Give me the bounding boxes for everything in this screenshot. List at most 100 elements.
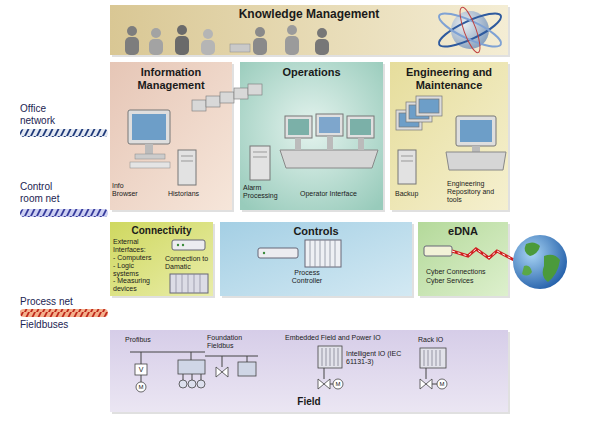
server-tower (401, 156, 413, 157)
function-box: OperationsAlarm ProcessingOperator Inter… (240, 62, 383, 210)
network-ropes (20, 129, 108, 137)
field-devices (420, 348, 446, 368)
box-fills (110, 5, 508, 412)
controller-rack (305, 240, 341, 267)
operator-desk (319, 117, 340, 133)
operator-desk (295, 138, 301, 150)
fieldbus-wiring (141, 375, 142, 382)
operator-desk (316, 114, 343, 136)
server-tower (253, 152, 267, 153)
network-ropes (20, 209, 108, 217)
controller-unit (258, 248, 298, 258)
field-devices (135, 364, 147, 375)
network-label: Office network (20, 103, 70, 126)
item-label: Embedded Field and Power IO (285, 334, 395, 342)
engineering-workstation (472, 146, 480, 152)
box-fills (220, 222, 412, 296)
network-ropes (20, 129, 108, 317)
network-label: Control room net (20, 181, 72, 204)
helix-illustration (451, 11, 489, 49)
item-label: Intelligent IO (IEC 61131-3) (346, 350, 404, 366)
people-illustration (230, 44, 250, 52)
engineering-workstation (446, 152, 506, 170)
io-rack (176, 274, 200, 293)
field-devices (238, 362, 256, 376)
box-fills (418, 222, 508, 296)
controller-rack (305, 240, 341, 267)
engineering-workstation (456, 116, 496, 146)
symbol-letter: V (136, 366, 146, 374)
people-illustration (287, 25, 297, 35)
people-illustration (149, 28, 163, 55)
people-illustration (317, 28, 327, 38)
box-fills (110, 62, 232, 210)
controller-unit (258, 248, 298, 258)
monitor-stack (220, 92, 234, 103)
people-illustration (149, 39, 163, 55)
field-devices (420, 379, 432, 389)
engineering-monitors (416, 96, 442, 116)
item-label: Cyber Services (426, 277, 506, 285)
people-illustration (151, 28, 161, 38)
field-devices (179, 380, 187, 388)
people-illustration (253, 38, 267, 55)
field-devices (216, 367, 228, 377)
box-fills (110, 330, 508, 412)
field-devices (322, 348, 338, 366)
item-label: Profibus (125, 336, 175, 344)
operator-desk (280, 150, 378, 168)
io-rack (170, 274, 208, 293)
workstation-illustration (128, 110, 170, 168)
symbol-letter: M (333, 381, 343, 388)
item-label: Engineering Repository and tools (447, 180, 507, 204)
people-illustration (201, 29, 215, 55)
people-illustration (125, 37, 139, 55)
people-illustration (203, 29, 213, 39)
operator-desk (327, 136, 333, 150)
item-label: Backup (395, 190, 435, 198)
connection-device (177, 244, 179, 246)
people-illustration (125, 26, 139, 55)
people-illustration (175, 36, 189, 55)
helix-illustration (435, 7, 504, 52)
helix-illustration (456, 5, 484, 54)
operator-desk (350, 119, 371, 135)
layer-band: Profibus Foundation Fieldbus Embedded Fiel… (110, 330, 508, 412)
item-label: Cyber Connections (426, 268, 506, 276)
item-label: Connection to Damatic (165, 255, 211, 271)
people-illustration (255, 27, 265, 37)
controller-unit (263, 252, 265, 254)
workstation-illustration (130, 162, 170, 168)
connection-device (172, 240, 205, 250)
box-fills (240, 62, 383, 210)
engineering-workstation (446, 116, 506, 170)
operator-desk (347, 116, 374, 138)
server-tower (401, 161, 413, 162)
workstation-illustration (135, 154, 165, 159)
people-illustration (177, 25, 187, 35)
item-label: Alarm Processing (243, 184, 283, 200)
engineering-monitors (419, 99, 439, 113)
symbol-letter: M (437, 381, 447, 388)
field-devices (424, 350, 440, 366)
item-label: External Interfaces: (113, 238, 153, 254)
item-label: Info Browser (112, 182, 146, 198)
field-devices (197, 380, 205, 388)
server-tower (181, 161, 193, 162)
connection-device (182, 244, 184, 246)
fieldbus-wiring (183, 374, 201, 380)
box-heading: Information Management (110, 66, 232, 91)
item-label: Operator Interface (300, 190, 380, 198)
server-tower (178, 150, 196, 185)
workstation-illustration (132, 114, 166, 140)
people-illustration (125, 25, 329, 55)
item-label: Foundation Fieldbus (207, 334, 255, 350)
globe (513, 235, 567, 289)
people-illustration (175, 25, 189, 55)
workstation-illustration (145, 144, 153, 154)
field-devices (333, 379, 343, 389)
connection-device (172, 240, 205, 250)
operator-desk (285, 116, 312, 138)
